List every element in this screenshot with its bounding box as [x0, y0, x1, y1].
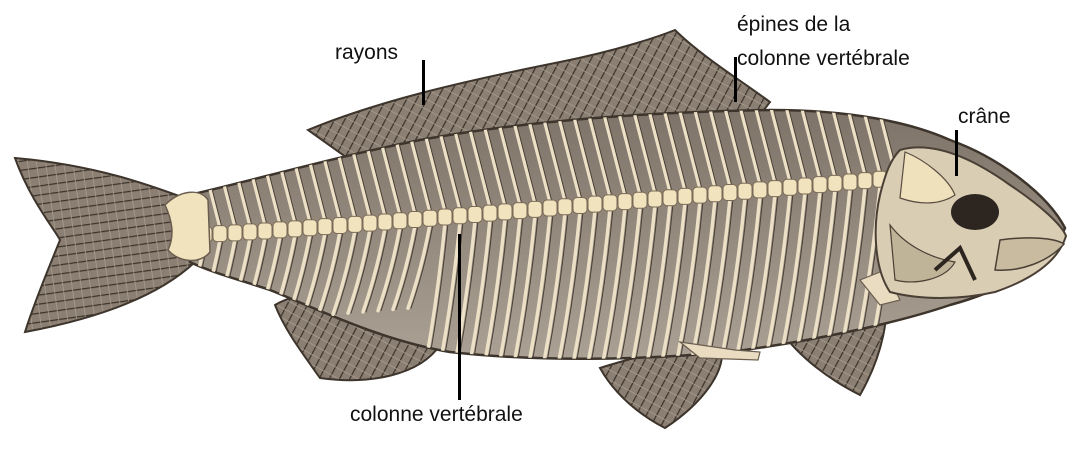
vertebral-column-leader-line [458, 234, 461, 400]
skull-leader-line [955, 130, 958, 176]
tail-base-bone [165, 192, 210, 260]
label-spines-line2: colonne vertébrale [737, 46, 910, 71]
label-rays: rayons [335, 40, 398, 65]
caudal-fin [15, 158, 195, 332]
skull [876, 147, 1066, 298]
rays-leader-line [422, 60, 425, 105]
label-vertebral-column: colonne vertébrale [350, 402, 523, 427]
label-skull: crâne [958, 104, 1011, 129]
label-spines-line1: épines de la [737, 12, 850, 37]
spines-leader-line [734, 57, 737, 102]
